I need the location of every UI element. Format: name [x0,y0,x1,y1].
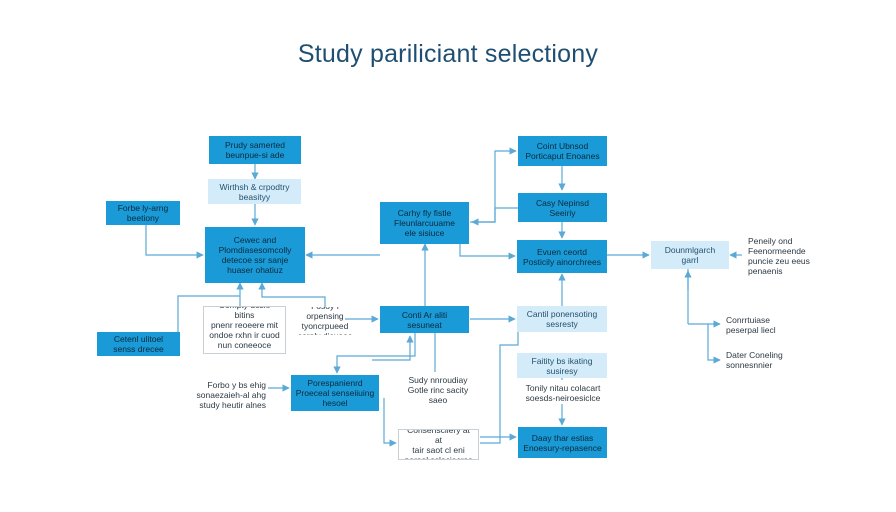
node-n6: Fosoy I orpensing tyoncrpueed seraly dic… [298,307,352,335]
node-n22: Peneily ond Feenormeende puncie zeu eeus… [748,236,810,276]
node-n16: Evuen ceortd Posticily ainorchrees [517,240,607,273]
diagram-title: Study pariliciant selectiony [297,40,599,68]
node-n5: Compty dcsie bitins pnenr reoeere mit on… [203,306,286,354]
connector-n13-n17 [480,332,519,444]
node-n11: Porespanienrd Proeceal senseiiuing hesoe… [291,375,379,411]
node-n17: Cantil ponensoting sesresty [517,306,607,332]
node-n4: Cewec and Plomdiasesomcolly detecoe ssr … [205,227,305,283]
connector-n7-n4 [177,295,240,332]
node-n14: Coint Ubnsod Porticaput Enoanes [518,136,607,166]
node-n9: Conti Ar aliti sesuneat [380,306,469,333]
node-n2: Wirthsh & crpodtry beasityy [208,179,301,204]
node-n23: Conrrtuiase peserpal liecl [726,315,776,335]
node-n18: Faitity bs ikating susiresy [517,353,607,378]
node-n19: Tonily nitau colacart soesds-neiroesiclc… [525,382,601,403]
node-n8: Carhy fly fistle Fleunlarcuuame ele sisi… [380,202,469,244]
node-n15: Casy Nepinsd Seeiriy [518,193,607,222]
node-n1: Prudy samerted beunpue-si ade [209,136,301,164]
node-n10: Forbo y bs ehig sonaezaieh-al ahg study … [196,380,266,410]
node-n24: Dater Coneling sonnesnnier [726,350,783,370]
connector-n3-n4 [145,225,204,259]
node-n7: Cetenl ulitoel senss drecee [97,332,180,356]
connector-n11-n13 [383,398,397,447]
connector-n8-n16 [459,244,516,260]
connector-n11-n9 [372,335,414,361]
connector-n8-n14 [470,147,517,223]
node-n12: Sudy nnroudiay Gotle rinc sacity saeo [407,375,469,405]
node-n3: Forbe ly-arng beetiony [106,201,180,225]
connector-n6-n4 [258,282,326,307]
connector-n15-n8 [471,207,518,226]
connector-n9-n11 [333,333,416,374]
node-n20: Daay thar estias Enoesury-repasence [518,427,607,458]
node-n13: Consenscilery at at tair saot cl eni per… [398,429,479,460]
connector-branch-n24 [707,324,721,364]
node-n21: Dounmlgarch garrl [651,241,729,269]
